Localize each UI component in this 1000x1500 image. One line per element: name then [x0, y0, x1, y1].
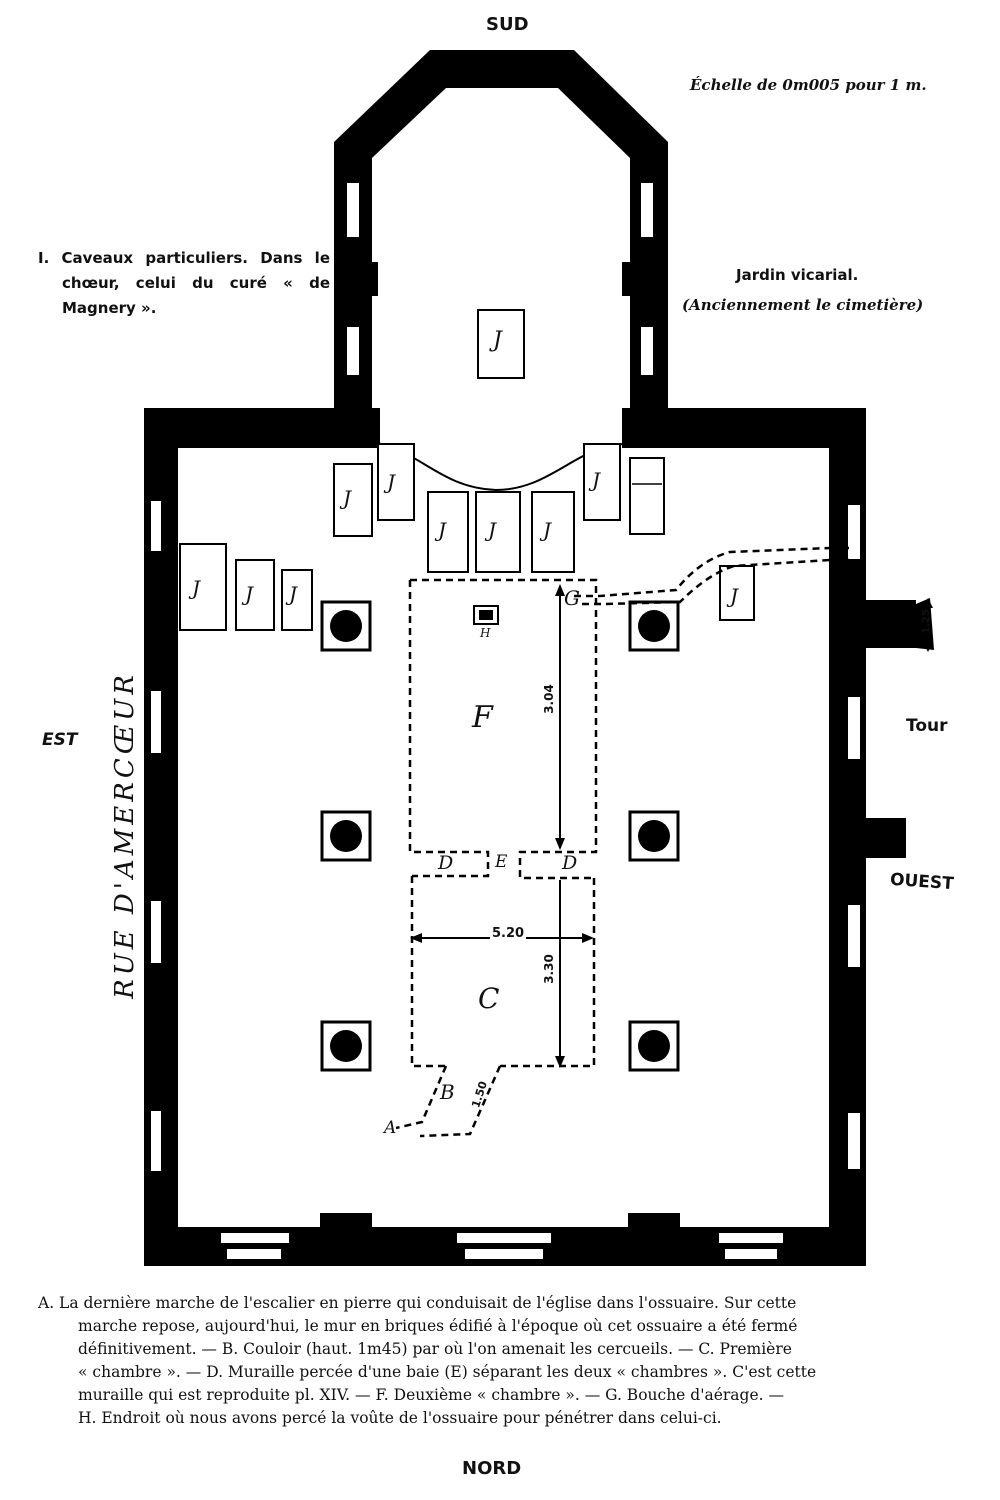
vault-label: J — [438, 518, 447, 542]
dim-width: 5.20 — [490, 926, 527, 941]
vault-label: J — [387, 470, 396, 494]
letter-h: H — [480, 626, 491, 640]
letter-g: G — [564, 586, 580, 610]
letter-f: F — [472, 700, 493, 735]
letter-c: C — [478, 982, 500, 1015]
label-north: NORD — [462, 1458, 522, 1479]
scale-label: Échelle de 0m005 pour 1 m. — [690, 76, 927, 94]
dim-tower: 1.25 — [920, 609, 932, 634]
letter-d-right: D — [562, 852, 578, 874]
caption-line: H. Endroit où nous avons percé la voûte … — [78, 1409, 722, 1427]
vault-label: J — [245, 582, 254, 606]
letter-a: A — [384, 1118, 397, 1138]
label-tower: Tour — [906, 716, 948, 736]
vault-label: J — [493, 328, 502, 353]
vault-label: J — [343, 486, 352, 510]
caption-line: « chambre ». — D. Muraille percée d'une … — [78, 1363, 817, 1381]
vault-label: J — [730, 584, 739, 608]
legend-caption: A. La dernière marche de l'escalier en p… — [38, 1292, 968, 1430]
caption-line: marche repose, aujourd'hui, le mur en br… — [78, 1317, 798, 1335]
vaults — [179, 309, 755, 631]
dim-height-f: 3.04 — [541, 684, 556, 714]
vault-label: J — [488, 518, 497, 542]
windows — [149, 181, 862, 1261]
caption-line: muraille qui est reproduite pl. XIV. — F… — [78, 1386, 784, 1404]
note-vaults-line-3: Magnery ». — [62, 299, 157, 317]
label-east: EST — [42, 730, 78, 750]
letter-e: E — [495, 852, 508, 872]
vault-label: J — [543, 518, 552, 542]
note-vaults-line-1: I. Caveaux particuliers. Dans le — [38, 249, 330, 267]
floor-plan — [144, 50, 934, 1266]
caption-line: définitivement. — B. Couloir (haut. 1m45… — [78, 1340, 792, 1358]
note-vaults-line-2: chœur, celui du curé « de — [62, 274, 330, 292]
vault-label: J — [192, 576, 201, 600]
dim-height-c: 3.30 — [541, 954, 556, 984]
note-vaults: I. Caveaux particuliers. Dans le chœur, … — [38, 246, 330, 321]
letter-d-left: D — [438, 852, 454, 874]
wall-apse — [334, 50, 668, 415]
note-garden-sub: (Anciennement le cimetière) — [682, 296, 924, 314]
tower — [866, 600, 916, 858]
letter-b: B — [440, 1080, 455, 1104]
vault-label: J — [592, 468, 601, 492]
vault-label: J — [289, 582, 298, 606]
caption-line: A. La dernière marche de l'escalier en p… — [38, 1294, 797, 1312]
pillars — [320, 600, 680, 1072]
label-south: SUD — [486, 14, 529, 35]
note-garden-title: Jardin vicarial. — [736, 266, 859, 284]
ossuary-outline — [395, 546, 854, 1138]
